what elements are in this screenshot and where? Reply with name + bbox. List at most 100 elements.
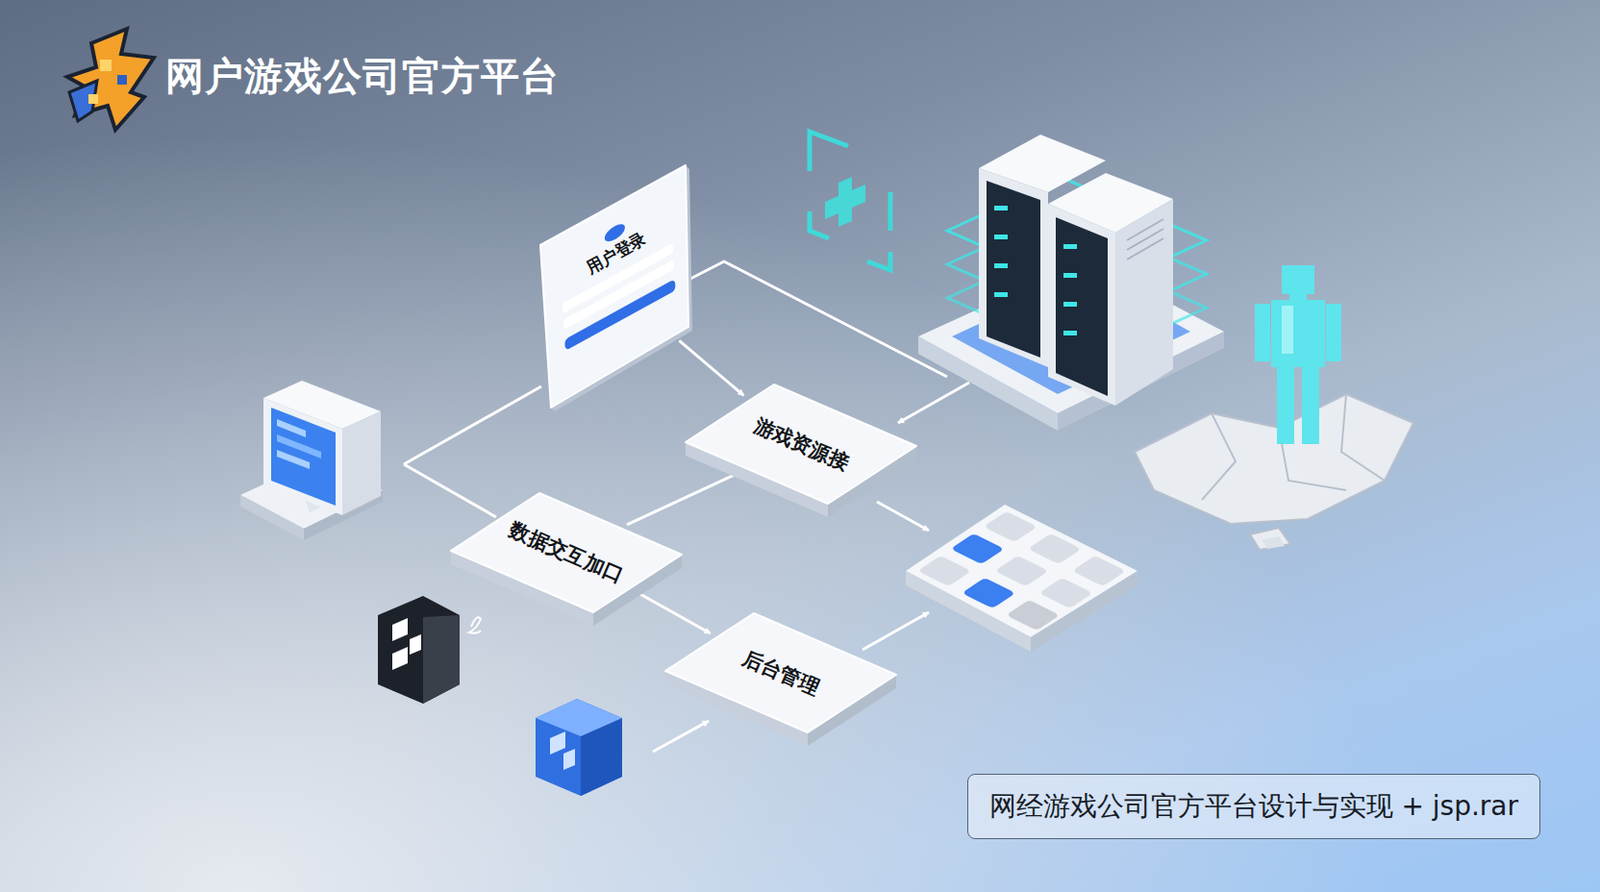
node-shape [538, 163, 693, 428]
connector-arrow [636, 592, 711, 634]
tile-top [665, 613, 897, 733]
pixel-cube-blue [550, 731, 566, 755]
logo [100, 59, 112, 72]
server-icon [994, 205, 1077, 336]
tile-top [450, 493, 682, 613]
monitor-icon [240, 380, 383, 541]
map-icon [1261, 536, 1285, 550]
process-tile: 游戏资源接 [685, 384, 917, 520]
scan-icon [809, 131, 891, 271]
app-grid-tile [905, 504, 1138, 652]
pixel-cube-blue [535, 699, 623, 797]
flow-arrow [652, 721, 709, 752]
pixel-cube-dark [392, 618, 408, 642]
logo [117, 75, 127, 85]
person-figure [1276, 367, 1295, 445]
app-grid-tile [983, 511, 1038, 543]
app-grid-tile [1072, 555, 1126, 587]
server-icon [986, 180, 1041, 358]
logo [88, 94, 99, 104]
monitor-icon [263, 398, 343, 516]
caption-box: 网经游戏公司官方平台设计与实现 + jsp.rar [967, 774, 1541, 840]
app-grid-tile [905, 504, 1138, 638]
logo [69, 80, 98, 122]
connector-arrow [678, 340, 744, 396]
pixel-cube-blue [535, 699, 623, 797]
logo [67, 28, 154, 130]
caption-text: 网经游戏公司官方平台设计与实现 + jsp.rar [989, 790, 1519, 823]
server-icon [1063, 244, 1077, 250]
process-tile: 数据交互加口 [450, 493, 682, 628]
map-icon [1341, 394, 1385, 481]
scan-icon [867, 251, 891, 271]
pixel-cube-blue [535, 699, 623, 737]
server-icon [1126, 228, 1164, 250]
person-figure [1254, 303, 1271, 362]
app-grid-tile [917, 511, 1126, 631]
page-title: 网户游戏公司官方平台 [165, 50, 560, 103]
pixel-cube-dark [423, 615, 460, 704]
server-icon [1126, 219, 1164, 241]
pixel-cube-dark [392, 647, 408, 671]
node-shape [665, 613, 897, 768]
map-icon [1201, 413, 1236, 500]
tile-top [685, 384, 917, 504]
pixel-cube-blue [563, 749, 575, 771]
app-grid-tile [961, 577, 1016, 609]
card-face [540, 165, 689, 408]
app-grid-tile [1038, 577, 1093, 609]
server-icon [1063, 273, 1077, 278]
flow-arrow [876, 501, 929, 531]
server-icon [994, 205, 1008, 211]
person-figure [1325, 303, 1342, 362]
server-icon [1126, 219, 1164, 260]
server-icon [1126, 238, 1164, 260]
logo [67, 28, 154, 130]
monitor-icon [276, 450, 310, 470]
pixel-cube-dark [377, 596, 460, 704]
person-figure [1281, 265, 1315, 295]
flow-arrow [898, 382, 970, 424]
server-icon [994, 234, 1008, 240]
login-card: 用户登录 [538, 163, 693, 409]
person-figure [1281, 305, 1294, 354]
monitor-icon [276, 419, 306, 438]
map-icon [1134, 394, 1414, 550]
process-tile: 后台管理 [665, 613, 897, 749]
map-icon [1250, 527, 1291, 550]
person-figure [1301, 367, 1320, 445]
login-button [564, 278, 676, 351]
app-grid-tile [1005, 600, 1060, 631]
app-grid-tile [950, 533, 1004, 565]
wire [403, 386, 542, 465]
scan-icon [888, 192, 894, 231]
node-shape [450, 493, 682, 648]
scan-icon [809, 131, 849, 172]
app-grid-tile [994, 555, 1049, 587]
app-grid-tile [1027, 533, 1082, 565]
monitor-icon [271, 407, 336, 506]
server-icon [1063, 330, 1077, 336]
monitor-icon [240, 495, 304, 541]
map-icon [1134, 394, 1414, 525]
server-icon [1055, 217, 1108, 397]
pixel-cube-dark [377, 596, 481, 704]
node-shape [685, 384, 917, 539]
login-form [559, 196, 676, 351]
connector-arrow [626, 472, 741, 525]
pixel-cube-dark [409, 634, 422, 655]
wire [690, 261, 948, 377]
person-figure [1254, 265, 1342, 445]
server-icon [1115, 199, 1174, 406]
server-icon [994, 263, 1008, 269]
monitor-icon [342, 411, 381, 516]
app-grid-tile [917, 555, 972, 587]
scan-icon [825, 176, 866, 227]
server-icon [994, 292, 1008, 298]
person-figure [1271, 300, 1325, 368]
person-figure [1289, 294, 1307, 300]
flow-arrow [862, 612, 929, 650]
pixel-cube-dark [469, 617, 481, 633]
server-icon [1048, 203, 1116, 406]
